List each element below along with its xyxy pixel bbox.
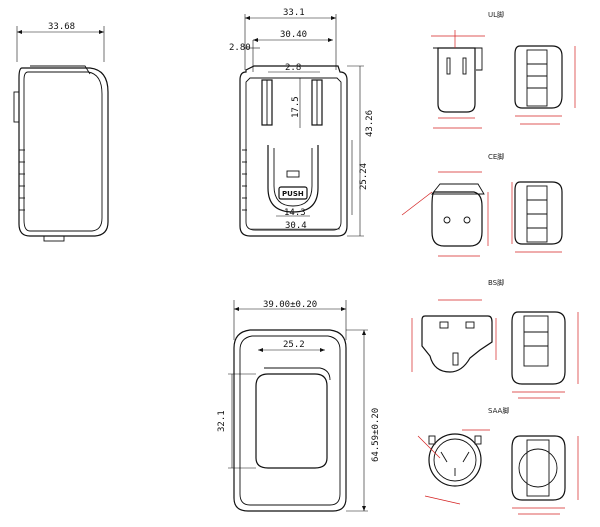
inner-height-label: 32.1 (217, 410, 227, 432)
side-view: 33.68 (13, 22, 109, 242)
front-view: 33.1 30.40 2.80 2.8 17.5 43.26 25.24 PUS… (229, 8, 375, 237)
saa-plug-label: SAA脚 (488, 406, 509, 415)
bs-plug-label: BS脚 (488, 278, 504, 287)
height-25-24-label: 25.24 (359, 163, 369, 190)
push-button-label: PUSH (282, 190, 304, 198)
width-30-40-label: 30.40 (280, 30, 307, 40)
bs-plug: BS脚 (411, 278, 579, 399)
saa-plug: SAA脚 (417, 406, 579, 515)
bottom-width-label-39: 39.00±0.20 (263, 300, 317, 310)
front-width-label: 33.1 (283, 8, 305, 18)
ce-plug: CE脚 (401, 152, 563, 257)
height-43-26-label: 43.26 (365, 110, 375, 137)
offset-2-80-label: 2.80 (229, 43, 251, 53)
ul-plug-label: UL脚 (488, 10, 504, 19)
bottom-view: 39.00±0.20 25.2 32.1 64.59±0.20 (217, 300, 381, 512)
pin-length-label: 17.5 (291, 96, 301, 118)
offset-2-8-label: 2.8 (285, 63, 301, 73)
ul-plug: UL脚 (431, 10, 576, 129)
bottom-width-label: 30.4 (285, 221, 307, 231)
side-width-label: 33.68 (48, 22, 75, 32)
bottom-height-label: 64.59±0.20 (371, 408, 381, 462)
slot-width-label: 14.3 (284, 208, 306, 218)
inner-width-label: 25.2 (283, 340, 305, 350)
ce-plug-label: CE脚 (488, 152, 504, 161)
